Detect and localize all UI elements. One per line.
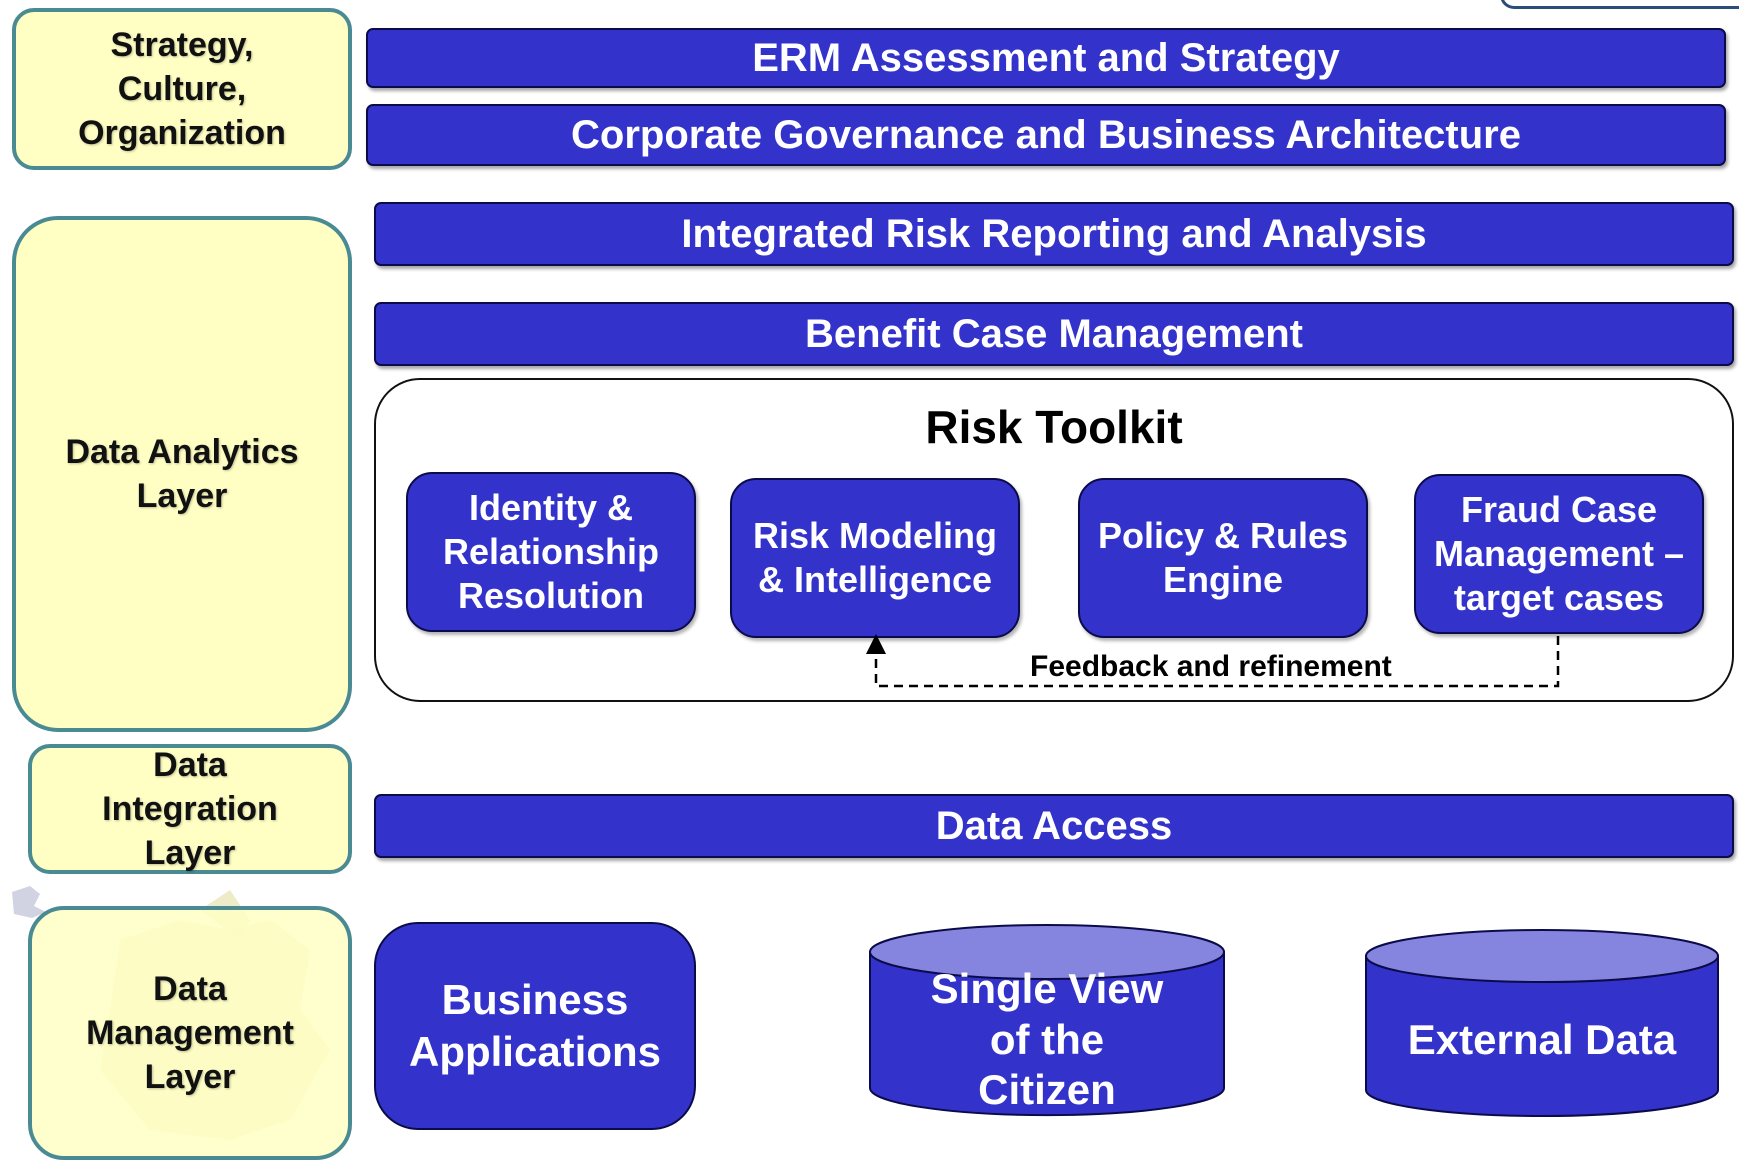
data-analytics-layer: Data Analytics Layer xyxy=(12,216,352,732)
benefit-case-management-label: Benefit Case Management xyxy=(805,311,1303,356)
risk-modeling-box: Risk Modeling & Intelligence xyxy=(730,478,1020,638)
external-data-label: External Data xyxy=(1407,1015,1677,1063)
business-applications-box: Business Applications xyxy=(374,922,696,1130)
data-management-layer: Data Management Layer xyxy=(28,906,352,1160)
strategy-culture-organization-layer: Strategy, Culture, Organization xyxy=(12,8,352,170)
data-access-bar: Data Access xyxy=(374,794,1734,858)
corporate-governance-label: Corporate Governance and Business Archit… xyxy=(571,112,1521,157)
strategy-layer-label: Strategy, Culture, Organization xyxy=(78,25,286,153)
erm-assessment-bar: ERM Assessment and Strategy xyxy=(366,28,1726,88)
data-access-label: Data Access xyxy=(935,803,1173,848)
identity-resolution-box: Identity & Relationship Resolution xyxy=(406,472,696,632)
analytics-layer-label: Data Analytics Layer xyxy=(65,432,299,515)
integrated-risk-reporting-label: Integrated Risk Reporting and Analysis xyxy=(681,211,1427,256)
risk-toolkit-title: Risk Toolkit xyxy=(925,401,1183,453)
single-view-label: Single View of the Citizen xyxy=(930,965,1164,1114)
feedback-refinement-label: Feedback and refinement xyxy=(1030,650,1392,683)
management-layer-label: Data Management Layer xyxy=(86,969,294,1097)
corporate-governance-bar: Corporate Governance and Business Archit… xyxy=(366,104,1726,166)
fraud-case-management-box: Fraud Case Management – target cases xyxy=(1414,474,1704,634)
integrated-risk-reporting-bar: Integrated Risk Reporting and Analysis xyxy=(374,202,1734,266)
data-integration-layer: Data Integration Layer xyxy=(28,744,352,874)
erm-assessment-label: ERM Assessment and Strategy xyxy=(752,35,1340,80)
external-data-cylinder xyxy=(1365,929,1719,1117)
benefit-case-management-bar: Benefit Case Management xyxy=(374,302,1734,366)
integration-layer-label: Data Integration Layer xyxy=(102,745,278,873)
single-view-cylinder xyxy=(869,924,1225,1117)
policy-rules-engine-box: Policy & Rules Engine xyxy=(1078,478,1368,638)
